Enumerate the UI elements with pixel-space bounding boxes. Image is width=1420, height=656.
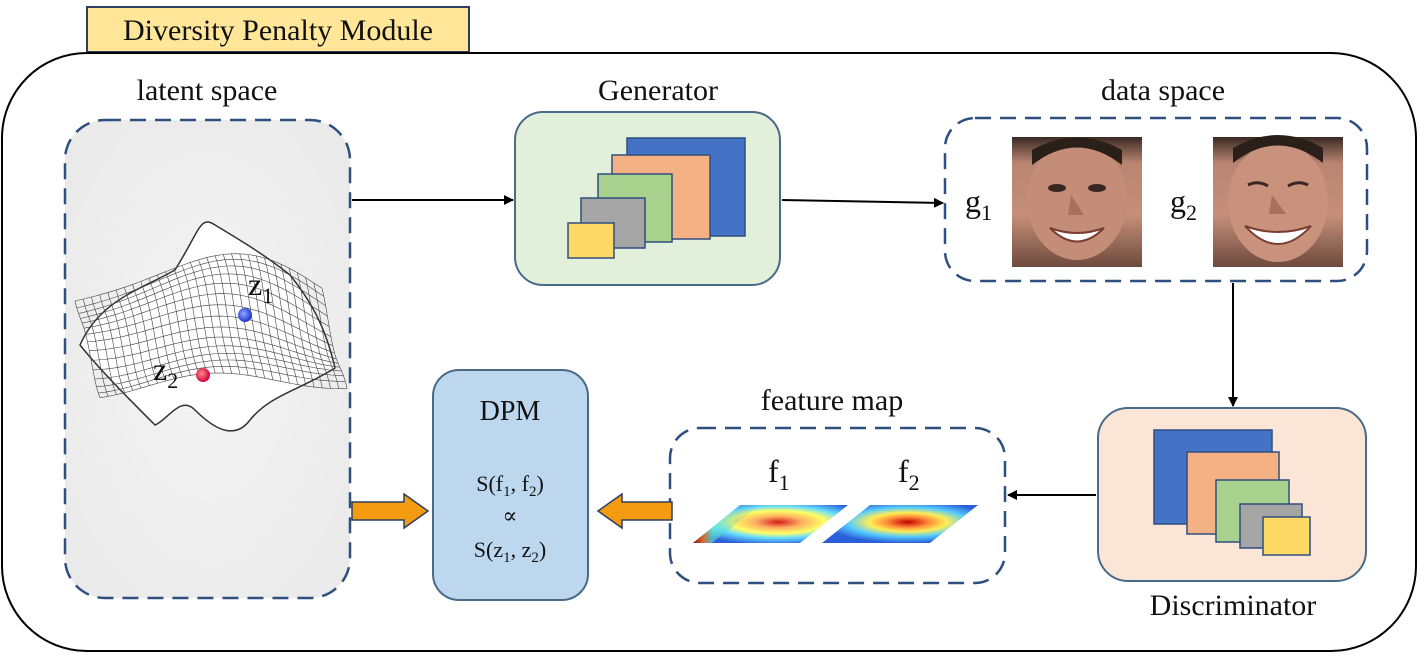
heatmap-f2-icon bbox=[822, 505, 978, 543]
dpm-title: DPM bbox=[480, 396, 541, 427]
outer-frame bbox=[1, 52, 1417, 652]
z2-point bbox=[196, 368, 210, 382]
dpm-equation-line3: S(z1, z2) bbox=[474, 537, 546, 566]
z2-label: z2 bbox=[153, 351, 178, 393]
heatmap-f1-icon bbox=[693, 505, 848, 543]
generator-layers-icon bbox=[567, 137, 746, 259]
z1-label: z1 bbox=[248, 266, 273, 308]
face-image-g1 bbox=[1012, 137, 1142, 267]
face-image-g2 bbox=[1213, 135, 1343, 267]
data-space-label: data space bbox=[1101, 74, 1225, 107]
latent-surface-mesh-icon bbox=[74, 221, 348, 432]
f1-label: f1 bbox=[768, 453, 790, 495]
g2-label: g2 bbox=[1170, 183, 1197, 225]
module-title-box bbox=[86, 6, 470, 53]
discriminator-layers-icon bbox=[1153, 429, 1311, 556]
orange-arrow-feature-to-dpm bbox=[596, 492, 673, 530]
module-title: Diversity Penalty Module bbox=[123, 14, 433, 47]
dpm-equation-proportional: ∝ bbox=[503, 503, 518, 528]
feature-map-label: feature map bbox=[761, 384, 903, 417]
z1-point bbox=[238, 308, 252, 322]
f2-label: f2 bbox=[898, 453, 920, 495]
dpm-box bbox=[432, 369, 589, 601]
generator-label: Generator bbox=[598, 74, 718, 107]
discriminator-label: Discriminator bbox=[1150, 589, 1317, 622]
arrow-generator-to-data bbox=[781, 197, 944, 208]
orange-arrow-latent-to-dpm bbox=[351, 492, 430, 530]
dpm-equation-line1: S(f1, f2) bbox=[476, 471, 544, 500]
g1-label: g1 bbox=[965, 183, 992, 225]
latent-space-label: latent space bbox=[137, 74, 278, 107]
